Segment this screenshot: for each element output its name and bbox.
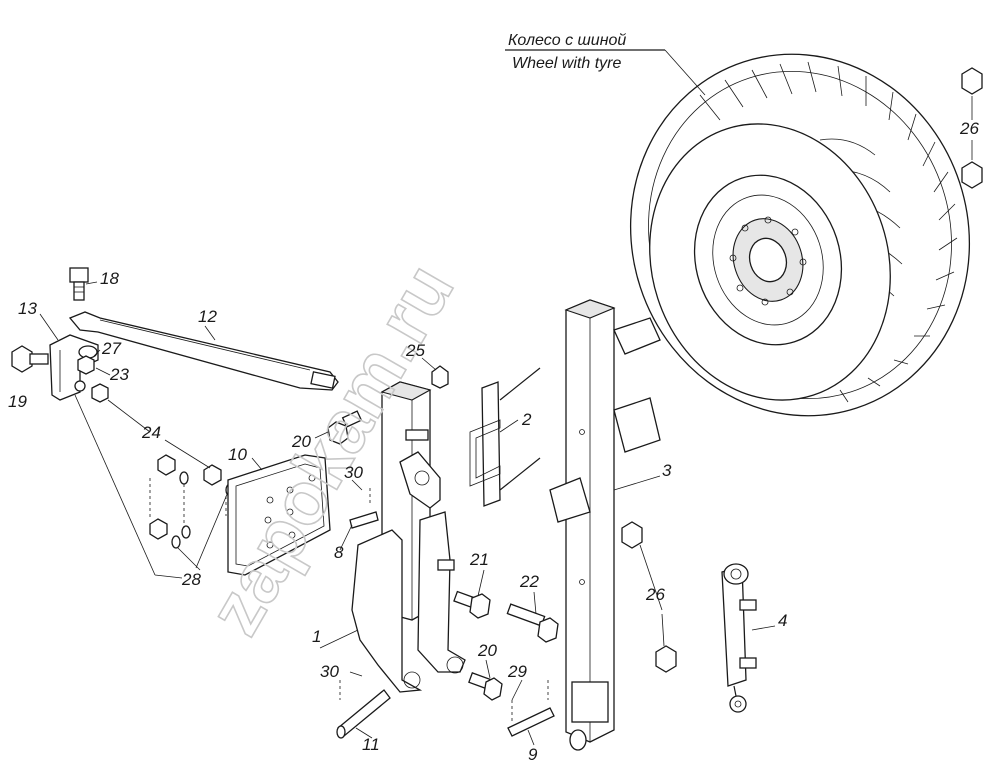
- label-part-2: 2: [521, 410, 532, 429]
- wheel-caption: Колесо с шиной Wheel with tyre: [505, 32, 706, 96]
- small-nuts-left: [74, 345, 109, 403]
- label-part-29: 29: [507, 662, 527, 681]
- leader-lines: [39, 96, 973, 746]
- bolt-20-upper: [327, 410, 363, 445]
- label-part-22: 22: [519, 572, 539, 591]
- part-labels: 1 2 3 4 8 9 10 11 12 13 18 19 20 20 21 2…: [8, 119, 979, 764]
- label-part-28: 28: [181, 570, 201, 589]
- label-part-9: 9: [528, 745, 538, 764]
- label-part-30-lower: 30: [320, 662, 339, 681]
- nuts-26-right: [961, 67, 983, 189]
- label-part-20-lower: 20: [477, 641, 497, 660]
- label-part-24: 24: [141, 423, 161, 442]
- label-part-1: 1: [312, 627, 321, 646]
- label-part-23: 23: [109, 365, 129, 384]
- main-bracket-assembly: [351, 381, 466, 693]
- wheel-with-tyre: [629, 53, 971, 417]
- label-part-21: 21: [469, 550, 489, 569]
- nuts-24-group: [149, 454, 235, 549]
- plate-10: [227, 454, 331, 576]
- label-part-8: 8: [334, 543, 344, 562]
- link-rod: [68, 311, 339, 391]
- label-part-26-middle: 26: [645, 585, 665, 604]
- pin-11: [336, 689, 391, 739]
- label-part-13: 13: [18, 299, 37, 318]
- long-member-3: [549, 299, 661, 751]
- label-part-18: 18: [100, 269, 119, 288]
- label-part-12: 12: [198, 307, 217, 326]
- bolt-19: [11, 345, 49, 373]
- clamp-2: [469, 367, 541, 507]
- wheel-bolt-holes: [729, 216, 807, 306]
- wheel-caption-en: Wheel with tyre: [512, 55, 621, 72]
- bolt-22: [506, 603, 559, 643]
- bolt-20-lower: [468, 672, 503, 701]
- label-part-26-right: 26: [959, 119, 979, 138]
- label-part-20-upper: 20: [291, 432, 311, 451]
- label-part-27: 27: [101, 339, 121, 358]
- wheel-caption-ru: Колесо с шиной: [508, 32, 626, 49]
- pin-30-upper: [349, 488, 379, 529]
- label-part-19: 19: [8, 392, 27, 411]
- label-part-11: 11: [362, 735, 380, 754]
- label-part-30-upper: 30: [344, 463, 363, 482]
- label-part-25: 25: [405, 341, 425, 360]
- bolt-18: [69, 267, 89, 301]
- label-part-4: 4: [778, 611, 787, 630]
- bolt-21: [453, 590, 491, 619]
- label-part-10: 10: [228, 445, 247, 464]
- cylinder-4: [721, 563, 757, 713]
- nut-25: [431, 365, 449, 389]
- label-part-3: 3: [662, 461, 672, 480]
- pin-9: [507, 680, 555, 737]
- nuts-26-middle: [621, 521, 677, 673]
